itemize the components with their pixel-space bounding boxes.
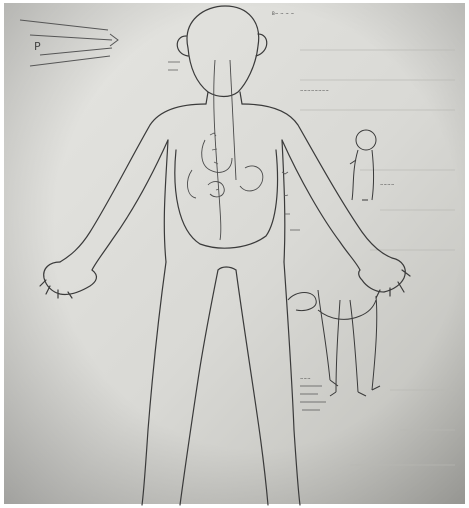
right-note: ~~~~~~~~ xyxy=(300,88,329,93)
small-figure-note: ~~~~ xyxy=(380,182,395,187)
paper-shadow xyxy=(4,3,465,504)
leg-note: ~~~ xyxy=(300,376,311,381)
top-note: B~ ~ ~ ~ xyxy=(272,11,294,16)
mouth-label: P xyxy=(34,40,41,53)
